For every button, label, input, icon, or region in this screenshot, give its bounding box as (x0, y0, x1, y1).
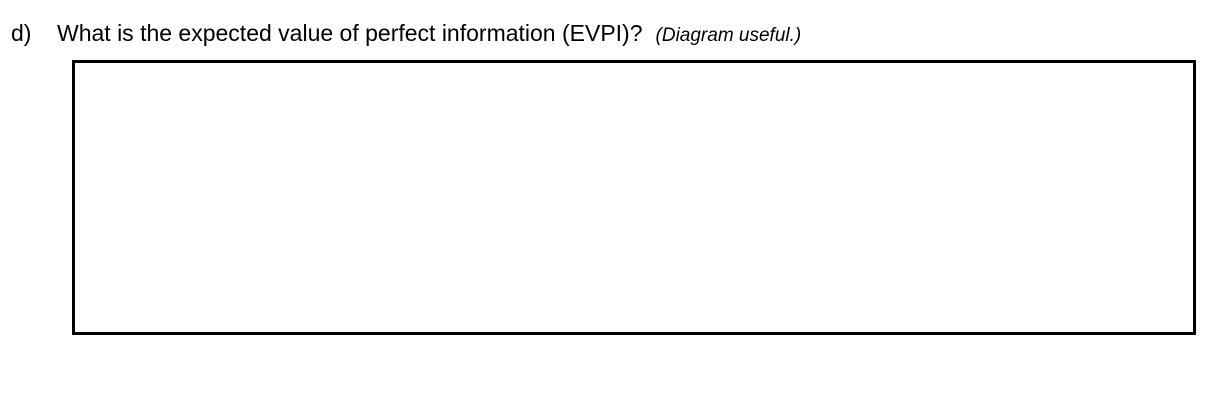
question-label: d) (11, 20, 32, 46)
answer-box[interactable] (72, 60, 1196, 335)
question-line: d) What is the expected value of perfect… (11, 18, 801, 51)
question-hint: (Diagram useful.) (655, 25, 802, 46)
question-text: What is the expected value of perfect in… (57, 20, 643, 46)
